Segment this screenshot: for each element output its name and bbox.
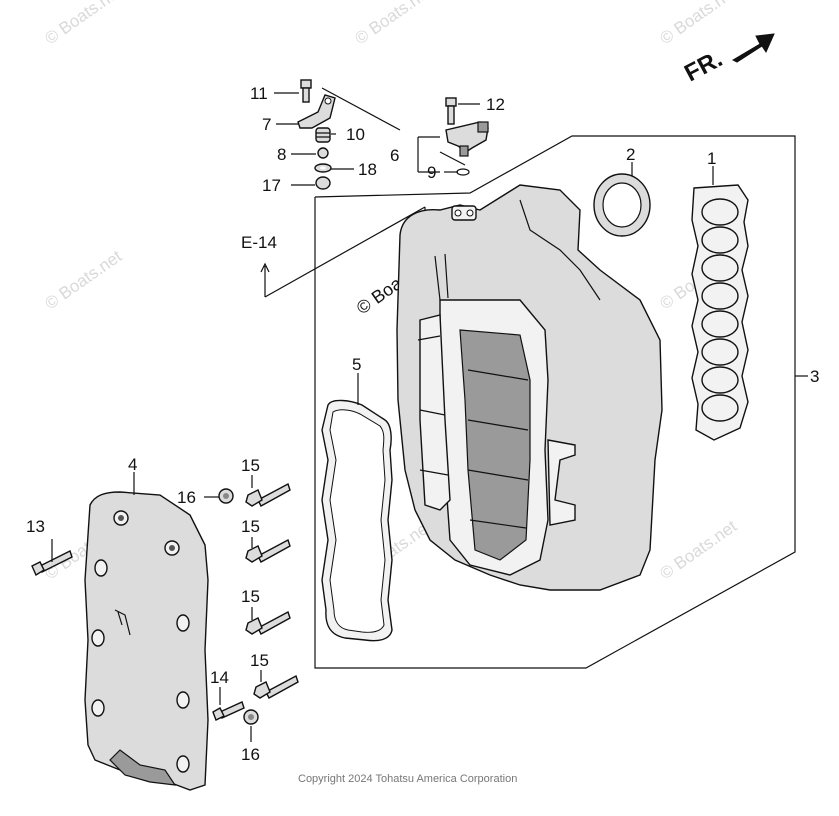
watermark-1: © Boats.net bbox=[41, 0, 125, 48]
sensor-6 bbox=[445, 121, 489, 157]
bracket-7 bbox=[297, 94, 336, 129]
reference-arrow bbox=[260, 262, 270, 297]
nut-16-b bbox=[243, 709, 259, 725]
label-part-1: 1 bbox=[707, 149, 716, 168]
label-part-7: 7 bbox=[262, 115, 271, 134]
bolt-15-d bbox=[253, 674, 299, 699]
label-part-5: 5 bbox=[352, 355, 361, 374]
grommet-10 bbox=[315, 127, 331, 143]
label-part-18: 18 bbox=[358, 160, 377, 179]
watermark-3: © Boats.net bbox=[656, 0, 740, 48]
label-part-15c: 15 bbox=[241, 587, 260, 606]
front-label: FR. bbox=[680, 45, 727, 87]
leader-lines bbox=[51, 92, 808, 742]
label-part-17: 17 bbox=[262, 176, 281, 195]
label-part-9: 9 bbox=[427, 163, 436, 182]
label-part-15a: 15 bbox=[241, 456, 260, 475]
watermark-2: © Boats.net bbox=[351, 0, 435, 48]
front-arrow-icon bbox=[731, 33, 775, 63]
label-part-15b: 15 bbox=[241, 517, 260, 536]
nut-16-a bbox=[218, 488, 234, 504]
label-part-16b: 16 bbox=[241, 745, 260, 764]
gasket-5 bbox=[321, 399, 393, 642]
bolt-15-a bbox=[245, 482, 291, 507]
bolt-11 bbox=[300, 79, 312, 103]
label-part-15d: 15 bbox=[250, 651, 269, 670]
label-part-12: 12 bbox=[486, 95, 505, 114]
assembly-outline-3 bbox=[314, 135, 796, 669]
front-direction-indicator: FR. bbox=[680, 33, 775, 87]
watermark-4: © Boats.net bbox=[41, 246, 125, 313]
label-part-10: 10 bbox=[346, 125, 365, 144]
group-line-7-11 bbox=[321, 87, 401, 131]
label-part-2: 2 bbox=[626, 145, 635, 164]
cover-plate-4 bbox=[84, 491, 209, 791]
group-bracket-6 bbox=[417, 136, 440, 173]
o-ring-9 bbox=[456, 168, 470, 176]
washer-18 bbox=[314, 163, 332, 173]
bolt-15-c bbox=[245, 610, 291, 635]
collar-8 bbox=[317, 147, 329, 159]
label-part-14: 14 bbox=[210, 668, 229, 687]
label-part-11: 11 bbox=[250, 84, 268, 103]
bolt-14 bbox=[212, 701, 245, 721]
copyright-notice: Copyright 2024 Tohatsu America Corporati… bbox=[298, 773, 517, 785]
bolt-15-b bbox=[245, 538, 291, 563]
label-part-13: 13 bbox=[26, 517, 45, 536]
bolt-13 bbox=[31, 550, 73, 577]
label-part-4: 4 bbox=[128, 455, 137, 474]
reference-label: E-14 bbox=[241, 233, 277, 252]
intake-manifold-3 bbox=[396, 184, 663, 591]
gasket-1 bbox=[691, 184, 749, 441]
label-part-16a: 16 bbox=[177, 488, 196, 507]
label-part-6: 6 bbox=[390, 146, 399, 165]
label-part-3: 3 bbox=[810, 367, 819, 386]
bushing-17 bbox=[315, 176, 331, 190]
ring-gasket-2 bbox=[593, 173, 651, 237]
bolt-12 bbox=[445, 97, 457, 125]
reference-leader bbox=[264, 206, 426, 298]
watermark-8: © Boats.net bbox=[656, 516, 740, 583]
sensor-leader bbox=[439, 151, 466, 166]
label-part-8: 8 bbox=[277, 145, 286, 164]
